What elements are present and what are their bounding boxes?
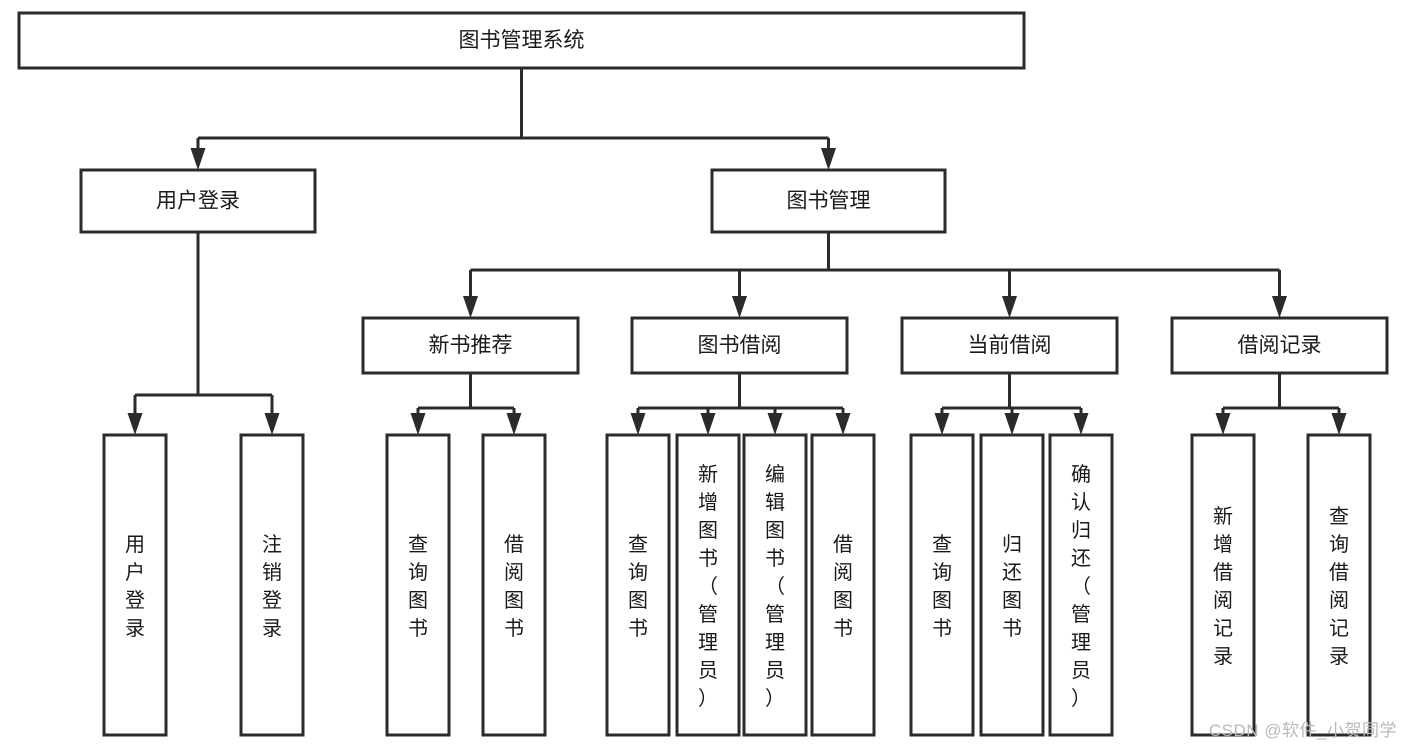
arrow-head-icon — [1004, 413, 1020, 435]
node-box[interactable] — [900, 316, 1119, 375]
edge-group-book-borrow — [630, 373, 851, 435]
node-label: 借阅图书 — [504, 533, 524, 640]
node-box[interactable] — [79, 168, 317, 234]
arrow-head-icon — [1331, 413, 1347, 435]
edge-group-new-book-rec — [410, 373, 522, 435]
edge-group-current-borrow — [934, 373, 1089, 435]
node-label: 查询图书 — [932, 533, 952, 640]
arrow-head-icon — [1215, 413, 1231, 435]
node-box[interactable] — [979, 433, 1045, 737]
arrow-head-icon — [506, 413, 522, 435]
node-box[interactable] — [385, 433, 451, 737]
node-label: 图书借阅 — [698, 334, 782, 357]
node-leaf-cur-confirm[interactable]: 确认归还（管理员） — [1048, 433, 1114, 737]
node-box[interactable] — [1048, 433, 1114, 737]
arrow-head-icon — [934, 413, 950, 435]
node-label: 归还图书 — [1002, 533, 1022, 640]
arrow-head-icon — [835, 413, 851, 435]
node-leaf-rec-borrow[interactable]: 借阅图书 — [481, 433, 547, 737]
node-box[interactable] — [1170, 316, 1389, 375]
arrow-head-icon — [264, 413, 280, 435]
edge-group-borrow-record — [1215, 373, 1347, 435]
node-leaf-borrow-add[interactable]: 新增图书（管理员） — [675, 433, 741, 737]
node-leaf-cur-return[interactable]: 归还图书 — [979, 433, 1045, 737]
node-leaf-rec-add[interactable]: 新增借阅记录 — [1190, 433, 1256, 737]
node-user-login[interactable]: 用户登录 — [79, 168, 317, 234]
node-label: 新书推荐 — [429, 334, 513, 357]
node-label: 用户登录 — [156, 190, 240, 213]
node-label: 当前借阅 — [968, 334, 1052, 357]
node-box[interactable] — [1306, 433, 1372, 737]
arrow-head-icon — [700, 413, 716, 435]
node-box[interactable] — [605, 433, 671, 737]
arrow-head-icon — [127, 413, 143, 435]
node-borrow-record[interactable]: 借阅记录 — [1170, 316, 1389, 375]
edge-group-root — [190, 68, 836, 170]
node-box[interactable] — [239, 433, 305, 737]
node-leaf-rec-query2[interactable]: 查询借阅记录 — [1306, 433, 1372, 737]
node-box[interactable] — [742, 433, 808, 737]
node-box[interactable] — [102, 433, 168, 737]
node-leaf-cur-query[interactable]: 查询图书 — [909, 433, 975, 737]
node-box[interactable] — [675, 433, 741, 737]
node-leaf-borrow-query[interactable]: 查询图书 — [605, 433, 671, 737]
node-leaf-borrow-lend[interactable]: 借阅图书 — [810, 433, 876, 737]
node-current-borrow[interactable]: 当前借阅 — [900, 316, 1119, 375]
node-label: 确认归还（管理员） — [1071, 463, 1091, 710]
arrow-head-icon — [410, 413, 426, 435]
node-label: 查询借阅记录 — [1329, 505, 1349, 668]
node-box[interactable] — [361, 316, 580, 375]
node-box[interactable] — [481, 433, 547, 737]
node-book-borrow[interactable]: 图书借阅 — [630, 316, 849, 375]
node-label: 新增图书（管理员） — [698, 463, 718, 710]
node-leaf-user-logout[interactable]: 注销登录 — [239, 433, 305, 737]
arrow-head-icon — [190, 148, 206, 170]
node-box[interactable] — [909, 433, 975, 737]
arrow-head-icon — [630, 413, 646, 435]
node-root[interactable]: 图书管理系统 — [17, 11, 1026, 70]
arrow-head-icon — [821, 148, 836, 170]
node-leaf-rec-query[interactable]: 查询图书 — [385, 433, 451, 737]
node-label: 查询图书 — [628, 533, 648, 640]
node-box[interactable] — [810, 433, 876, 737]
node-box[interactable] — [630, 316, 849, 375]
node-book-manage[interactable]: 图书管理 — [710, 168, 947, 234]
connector-layer — [127, 68, 1347, 435]
watermark-label: CSDN @软件_小贺同学 — [1208, 721, 1397, 740]
node-label: 用户登录 — [125, 534, 145, 640]
node-label: 编辑图书（管理员） — [765, 463, 785, 710]
node-label: 新增借阅记录 — [1213, 505, 1233, 668]
node-leaf-user-login[interactable]: 用户登录 — [102, 433, 168, 737]
node-box[interactable] — [17, 11, 1026, 70]
node-new-book-rec[interactable]: 新书推荐 — [361, 316, 580, 375]
edge-group-book-manage — [463, 232, 1287, 318]
node-label: 图书管理系统 — [459, 29, 585, 52]
arrow-head-icon — [1272, 296, 1287, 318]
node-box[interactable] — [1190, 433, 1256, 737]
node-label: 图书管理 — [787, 190, 871, 213]
node-label: 借阅图书 — [833, 533, 853, 640]
arrow-head-icon — [1073, 413, 1089, 435]
node-label: 注销登录 — [262, 533, 282, 640]
arrow-head-icon — [463, 296, 478, 318]
node-layer: 图书管理系统用户登录图书管理新书推荐图书借阅当前借阅借阅记录用户登录注销登录查询… — [17, 11, 1389, 737]
node-box[interactable] — [710, 168, 947, 234]
arrow-head-icon — [1002, 296, 1017, 318]
arrow-head-icon — [732, 296, 747, 318]
edge-group-user-login — [127, 232, 280, 435]
node-leaf-borrow-edit[interactable]: 编辑图书（管理员） — [742, 433, 808, 737]
arrow-head-icon — [767, 413, 783, 435]
node-label: 查询图书 — [408, 533, 428, 640]
node-label: 借阅记录 — [1238, 334, 1322, 357]
